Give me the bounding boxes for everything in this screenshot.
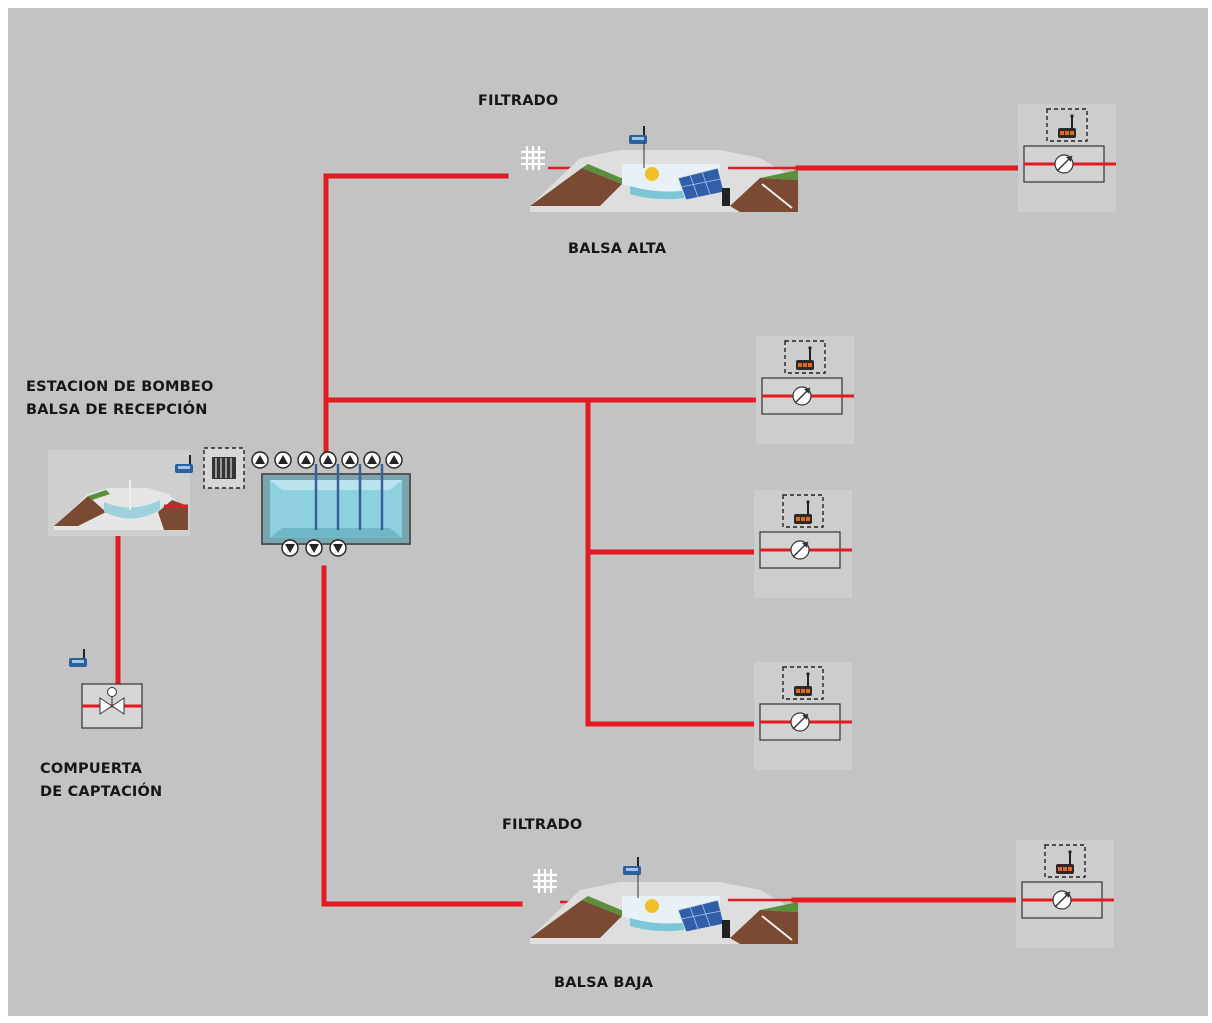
pipeline-network [48, 8, 1208, 1016]
pump-icon-row-top [251, 451, 403, 469]
flow-meter-icon [754, 662, 852, 770]
main-pipes [115, 165, 1021, 907]
antenna-controller-icon [68, 648, 88, 668]
flow-meter-icon [1018, 104, 1116, 212]
diagram-canvas: FILTRADO BALSA ALTA ESTACION DE BOMBEO B… [8, 8, 1208, 1016]
balsa-alta-reservoir [529, 149, 799, 213]
balsa-recepcion-reservoir [48, 450, 190, 536]
flow-meter-icon [754, 490, 852, 598]
flow-meter-icon [756, 336, 854, 444]
balsa-baja-reservoir [529, 881, 799, 945]
pump-controller-icon [203, 447, 245, 489]
label-de-captacion: DE CAPTACIÓN [40, 784, 163, 800]
gate-valve-icon [81, 683, 143, 729]
label-balsa-baja: BALSA BAJA [554, 975, 654, 991]
flow-meter-icon [1016, 840, 1114, 948]
label-balsa-recepcion: BALSA DE RECEPCIÓN [26, 402, 208, 418]
label-balsa-alta: BALSA ALTA [568, 241, 667, 257]
label-filtrado-alta: FILTRADO [478, 93, 559, 109]
antenna-controller-icon [622, 856, 642, 876]
pumping-tank [261, 464, 411, 545]
label-estacion-bombeo: ESTACION DE BOMBEO [26, 379, 214, 395]
label-filtrado-baja: FILTRADO [502, 817, 583, 833]
pump-icon-row-bottom [281, 539, 347, 557]
antenna-controller-icon [628, 125, 648, 145]
label-compuerta: COMPUERTA [40, 761, 143, 777]
filter-mesh-icon [531, 867, 559, 895]
filter-mesh-icon [519, 144, 547, 172]
